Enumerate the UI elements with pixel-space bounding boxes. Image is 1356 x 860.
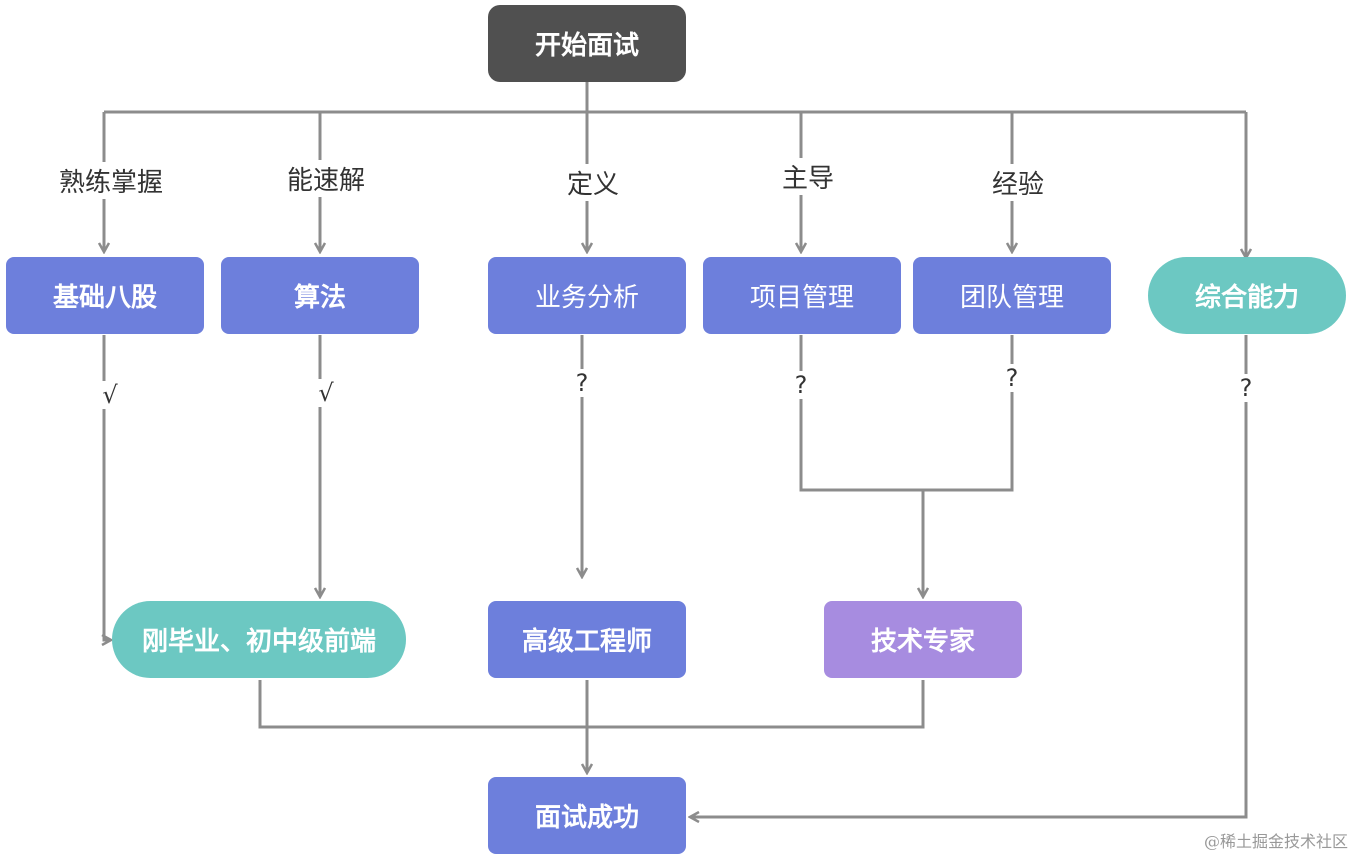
arrow-basics-to-junior [104, 335, 111, 640]
business-analysis-node: 业务分析 [488, 257, 686, 334]
line-bottom-bus [258, 680, 925, 729]
tech-expert-node: 技术专家 [824, 601, 1022, 678]
junior-frontend-node: 刚毕业、初中级前端 [112, 601, 406, 678]
question-mark-business: ? [573, 369, 591, 397]
question-mark-team: ? [1003, 364, 1021, 392]
overall-ability-node: 综合能力 [1148, 257, 1346, 334]
team-management-node: 团队管理 [913, 257, 1111, 334]
line-project-join [799, 335, 1014, 492]
algorithm-node: 算法 [221, 257, 419, 334]
check-mark-algorithm: √ [316, 379, 336, 407]
edge-label-basics: 熟练掌握 [56, 162, 166, 199]
question-mark-project: ? [792, 371, 810, 399]
arrow-overall-to-success [690, 335, 1248, 817]
watermark: @稀土掘金技术社区 [1203, 832, 1348, 851]
start-interview-node: 开始面试 [488, 5, 686, 82]
check-mark-basics: √ [100, 381, 120, 409]
interview-success-node: 面试成功 [488, 777, 686, 854]
basics-node: 基础八股 [6, 257, 204, 334]
senior-engineer-node: 高级工程师 [488, 601, 686, 678]
edge-label-team: 经验 [989, 164, 1047, 201]
edge-label-algorithm: 能速解 [284, 160, 368, 197]
edge-label-project: 主导 [779, 158, 837, 195]
project-management-node: 项目管理 [703, 257, 901, 334]
question-mark-overall: ? [1237, 374, 1255, 402]
edge-label-business: 定义 [564, 164, 622, 201]
